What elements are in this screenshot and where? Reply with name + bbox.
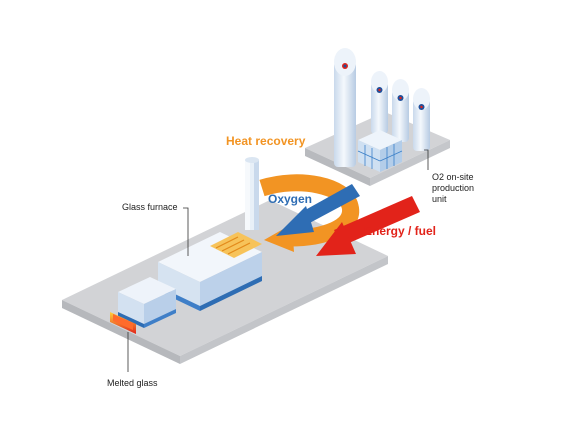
energy-fuel-arrow <box>316 196 420 256</box>
o2-production-unit-label: O2 on-site production unit <box>432 172 512 205</box>
tank-2 <box>371 71 388 134</box>
oxygen-arrow <box>276 184 360 236</box>
o2-unit-label-line1: O2 on-site <box>432 172 474 182</box>
melted-glass-label: Melted glass <box>107 378 158 388</box>
oxygen-label: Oxygen <box>268 192 313 206</box>
tank-large <box>334 48 356 167</box>
o2-unit-leader-line <box>424 149 429 170</box>
glass-furnace <box>110 232 262 334</box>
o2-production-unit-building <box>357 130 403 172</box>
o2-unit-label-line2: production <box>432 183 475 193</box>
o2-unit-label-line3: unit <box>432 194 447 204</box>
chimney <box>245 157 259 230</box>
heat-recovery-label: Heat recovery <box>226 134 306 148</box>
tank-3 <box>392 79 409 142</box>
tank-4 <box>413 88 430 151</box>
glass-furnace-leader-line <box>183 207 189 256</box>
oxygen-storage-tanks <box>334 48 430 167</box>
glass-furnace-label: Glass furnace <box>122 202 178 212</box>
energy-fuel-label: Energy / fuel <box>364 224 437 238</box>
